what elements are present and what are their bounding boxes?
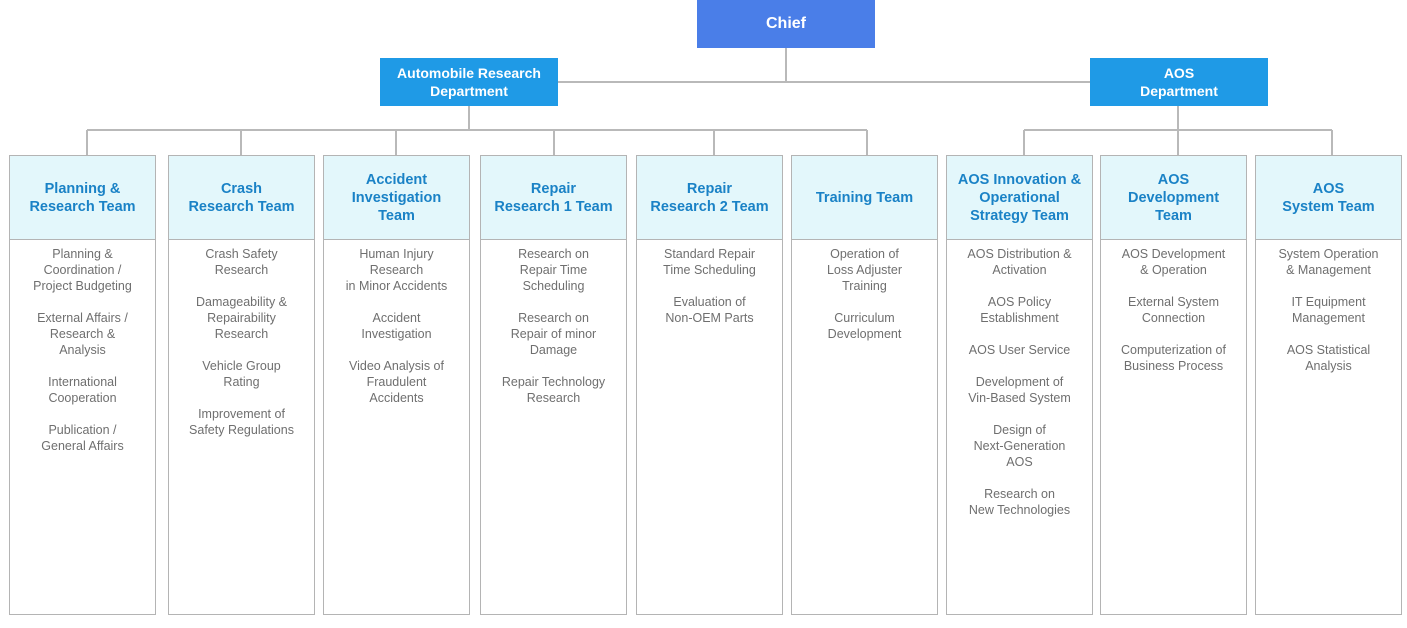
team-duties: Crash Safety Research Damageability & Re… (169, 240, 314, 438)
team-duty: Crash Safety Research (205, 247, 278, 277)
team-training: Training Team Operation of Loss Adjuster… (791, 155, 938, 615)
team-crash-research: Crash Research Team Crash Safety Researc… (168, 155, 315, 615)
team-duties: Planning & Coordination / Project Budget… (10, 240, 155, 454)
team-duty: Operation of Loss Adjuster Training (826, 247, 903, 293)
team-duty: System Operation & Management (1278, 247, 1379, 277)
team-title: AOS Development Team (1101, 156, 1246, 240)
team-duties: Operation of Loss Adjuster Training Curr… (792, 240, 937, 342)
team-duty: Standard Repair Time Scheduling (663, 247, 756, 277)
aos-department-box: AOS Department (1090, 58, 1268, 106)
team-duty: Accident Investigation (361, 311, 432, 341)
team-duty: Research on Repair Time Scheduling (518, 247, 589, 293)
team-duty: Research on Repair of minor Damage (510, 311, 597, 357)
team-title: Repair Research 2 Team (637, 156, 782, 240)
team-aos-development: AOS Development Team AOS Development & O… (1100, 155, 1247, 615)
team-aos-system: AOS System Team System Operation & Manag… (1255, 155, 1402, 615)
team-duty: Computerization of Business Process (1121, 343, 1226, 373)
team-title: AOS System Team (1256, 156, 1401, 240)
team-duty: Vehicle Group Rating (202, 359, 281, 389)
team-duty: Damageability & Repairability Research (195, 295, 287, 341)
team-duty: AOS Development & Operation (1121, 247, 1226, 277)
team-repair-research-2: Repair Research 2 Team Standard Repair T… (636, 155, 783, 615)
automobile-research-department-box: Automobile Research Department (380, 58, 558, 106)
team-duty: Publication / General Affairs (41, 423, 124, 453)
team-duty: Planning & Coordination / Project Budget… (33, 247, 132, 293)
team-duties: Human Injury Research in Minor Accidents… (324, 240, 469, 406)
team-duty: Video Analysis of Fraudulent Accidents (349, 359, 444, 405)
team-duty: Design of Next-Generation AOS (973, 423, 1066, 469)
team-duties: System Operation & Management IT Equipme… (1256, 240, 1401, 374)
team-duty: External System Connection (1127, 295, 1219, 325)
team-planning-research: Planning & Research Team Planning & Coor… (9, 155, 156, 615)
team-title: AOS Innovation & Operational Strategy Te… (947, 156, 1092, 240)
team-duty: AOS Statistical Analysis (1286, 343, 1371, 373)
team-duties: AOS Development & Operation External Sys… (1101, 240, 1246, 374)
team-title: Repair Research 1 Team (481, 156, 626, 240)
team-duty: Repair Technology Research (501, 375, 606, 405)
team-duty: AOS Policy Establishment (980, 295, 1059, 325)
team-duty: IT Equipment Management (1291, 295, 1366, 325)
team-duty: Human Injury Research in Minor Accidents (345, 247, 448, 293)
team-title: Planning & Research Team (10, 156, 155, 240)
team-duties: AOS Distribution & Activation AOS Policy… (947, 240, 1092, 518)
team-duty: Evaluation of Non-OEM Parts (665, 295, 754, 325)
team-duty: AOS Distribution & Activation (967, 247, 1072, 277)
team-title: Training Team (792, 156, 937, 240)
team-duties: Standard Repair Time Scheduling Evaluati… (637, 240, 782, 326)
team-duty: International Cooperation (48, 375, 117, 405)
team-repair-research-1: Repair Research 1 Team Research on Repai… (480, 155, 627, 615)
team-duty: Improvement of Safety Regulations (189, 407, 294, 437)
team-duty: AOS User Service (968, 343, 1071, 357)
chief-box: Chief (697, 0, 875, 48)
team-duties: Research on Repair Time Scheduling Resea… (481, 240, 626, 406)
team-duty: Development of Vin-Based System (968, 375, 1071, 405)
team-title: Crash Research Team (169, 156, 314, 240)
team-aos-innovation-strategy: AOS Innovation & Operational Strategy Te… (946, 155, 1093, 615)
team-duty: Research on New Technologies (968, 487, 1071, 517)
team-duty: External Affairs / Research & Analysis (37, 311, 128, 357)
team-accident-investigation: Accident Investigation Team Human Injury… (323, 155, 470, 615)
team-title: Accident Investigation Team (324, 156, 469, 240)
team-duty: Curriculum Development (827, 311, 902, 341)
